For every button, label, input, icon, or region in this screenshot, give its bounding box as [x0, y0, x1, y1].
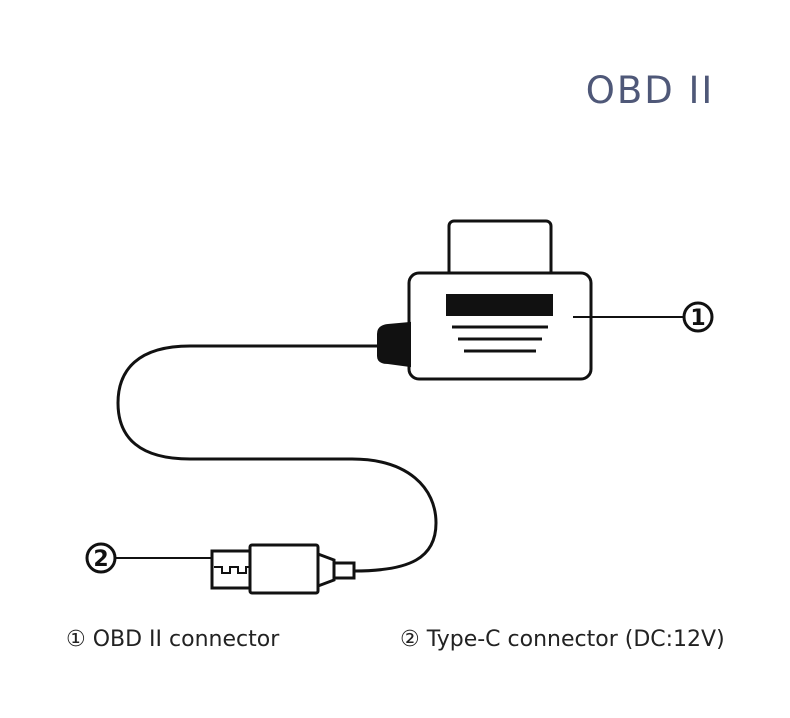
type-c-plug [210, 549, 252, 590]
legend-item-obd: ① OBD II connector [66, 627, 280, 652]
type-c-collar [316, 551, 336, 589]
callout-number-1: 1 [690, 306, 705, 331]
obd-label-bar [446, 294, 553, 316]
callout-number-2: 2 [93, 547, 108, 572]
type-c-housing [248, 543, 320, 595]
legend-item-type-c: ② Type-C connector (DC:12V) [400, 627, 725, 652]
type-c-cable-tip [332, 561, 356, 580]
diagram-title: OBD II [585, 69, 715, 112]
obd-connector [407, 219, 593, 381]
cable [116, 344, 438, 573]
callout-marker-1: 1 [682, 301, 714, 333]
type-c-pin-pattern [214, 566, 250, 574]
obd-plug-head [447, 219, 553, 281]
cable-strain-relief [377, 321, 411, 368]
type-c-connector [210, 543, 356, 595]
callout-marker-2: 2 [85, 542, 117, 574]
